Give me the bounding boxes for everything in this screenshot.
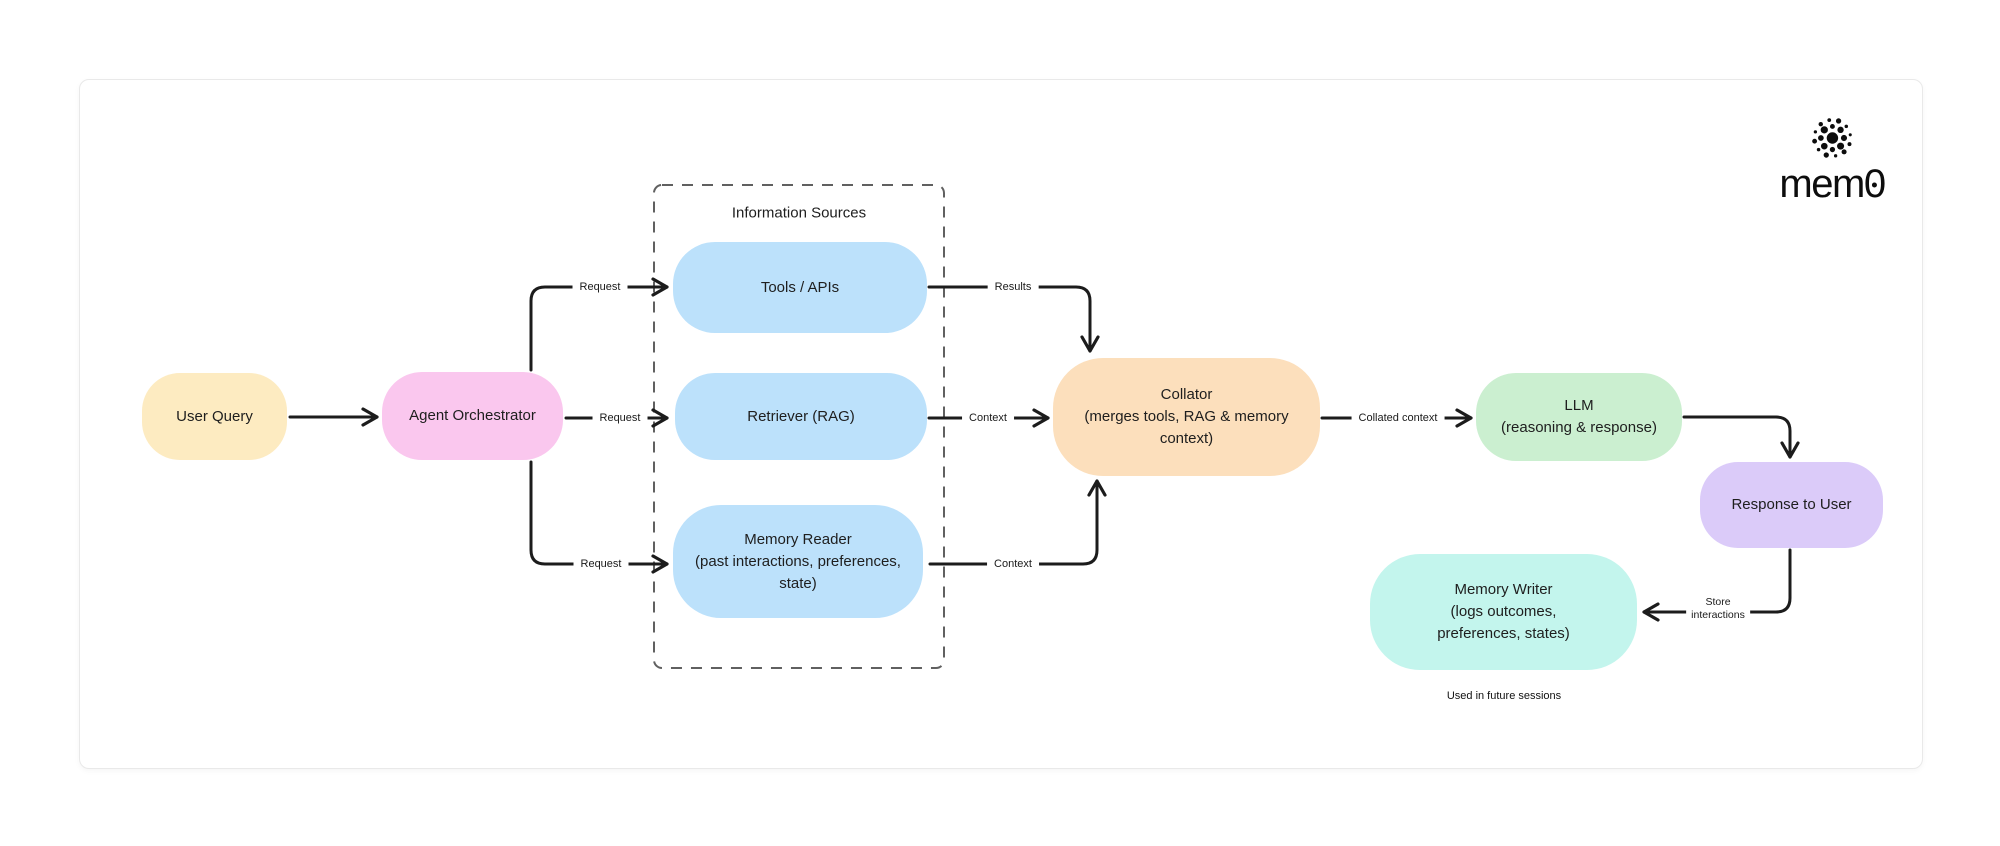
- edge-label-collated-context: Collated context: [1351, 411, 1445, 425]
- dot-cluster-icon: [1811, 118, 1852, 158]
- edge-tools-to-collator: [927, 285, 1100, 353]
- node-llm: LLM (reasoning & response): [1476, 373, 1682, 461]
- wordmark-zero: 0: [1864, 164, 1886, 204]
- node-retriever-rag: Retriever (RAG): [675, 373, 927, 460]
- node-agent-orchestrator: Agent Orchestrator: [382, 372, 563, 460]
- memory-writer-footnote: Used in future sessions: [1446, 690, 1562, 702]
- edge-label-store-interactions: Store interactions: [1686, 594, 1750, 624]
- mem0-logo: mem0: [1779, 116, 1886, 206]
- edge-label-request-retriever: Request: [592, 411, 648, 425]
- zero-center-dot: [1871, 182, 1877, 188]
- edge-orchestrator-to-memory-reader: [529, 460, 669, 574]
- information-sources-label: Information Sources: [731, 204, 867, 222]
- edge-label-request-memory: Request: [573, 557, 629, 571]
- edge-response-to-memory-writer: [1642, 548, 1792, 622]
- edge-orchestrator-to-tools: [529, 277, 669, 372]
- node-collator: Collator (merges tools, RAG & memory con…: [1053, 358, 1320, 476]
- node-response-to-user: Response to User: [1700, 462, 1883, 548]
- edge-label-context-memory: Context: [987, 557, 1039, 571]
- mem0-wordmark: mem0: [1779, 162, 1886, 206]
- edge-llm-to-response: [1682, 415, 1800, 459]
- edge-label-results: Results: [987, 280, 1039, 294]
- edge-label-request-tools: Request: [572, 280, 628, 294]
- edge-label-context-retriever: Context: [962, 411, 1014, 425]
- edge-memory-reader-to-collator: [928, 479, 1107, 566]
- wordmark-mem: mem: [1779, 162, 1865, 206]
- node-user-query: User Query: [142, 373, 287, 460]
- node-memory-writer: Memory Writer (logs outcomes, preference…: [1370, 554, 1637, 670]
- node-tools-apis: Tools / APIs: [673, 242, 927, 333]
- node-memory-reader: Memory Reader (past interactions, prefer…: [673, 505, 923, 618]
